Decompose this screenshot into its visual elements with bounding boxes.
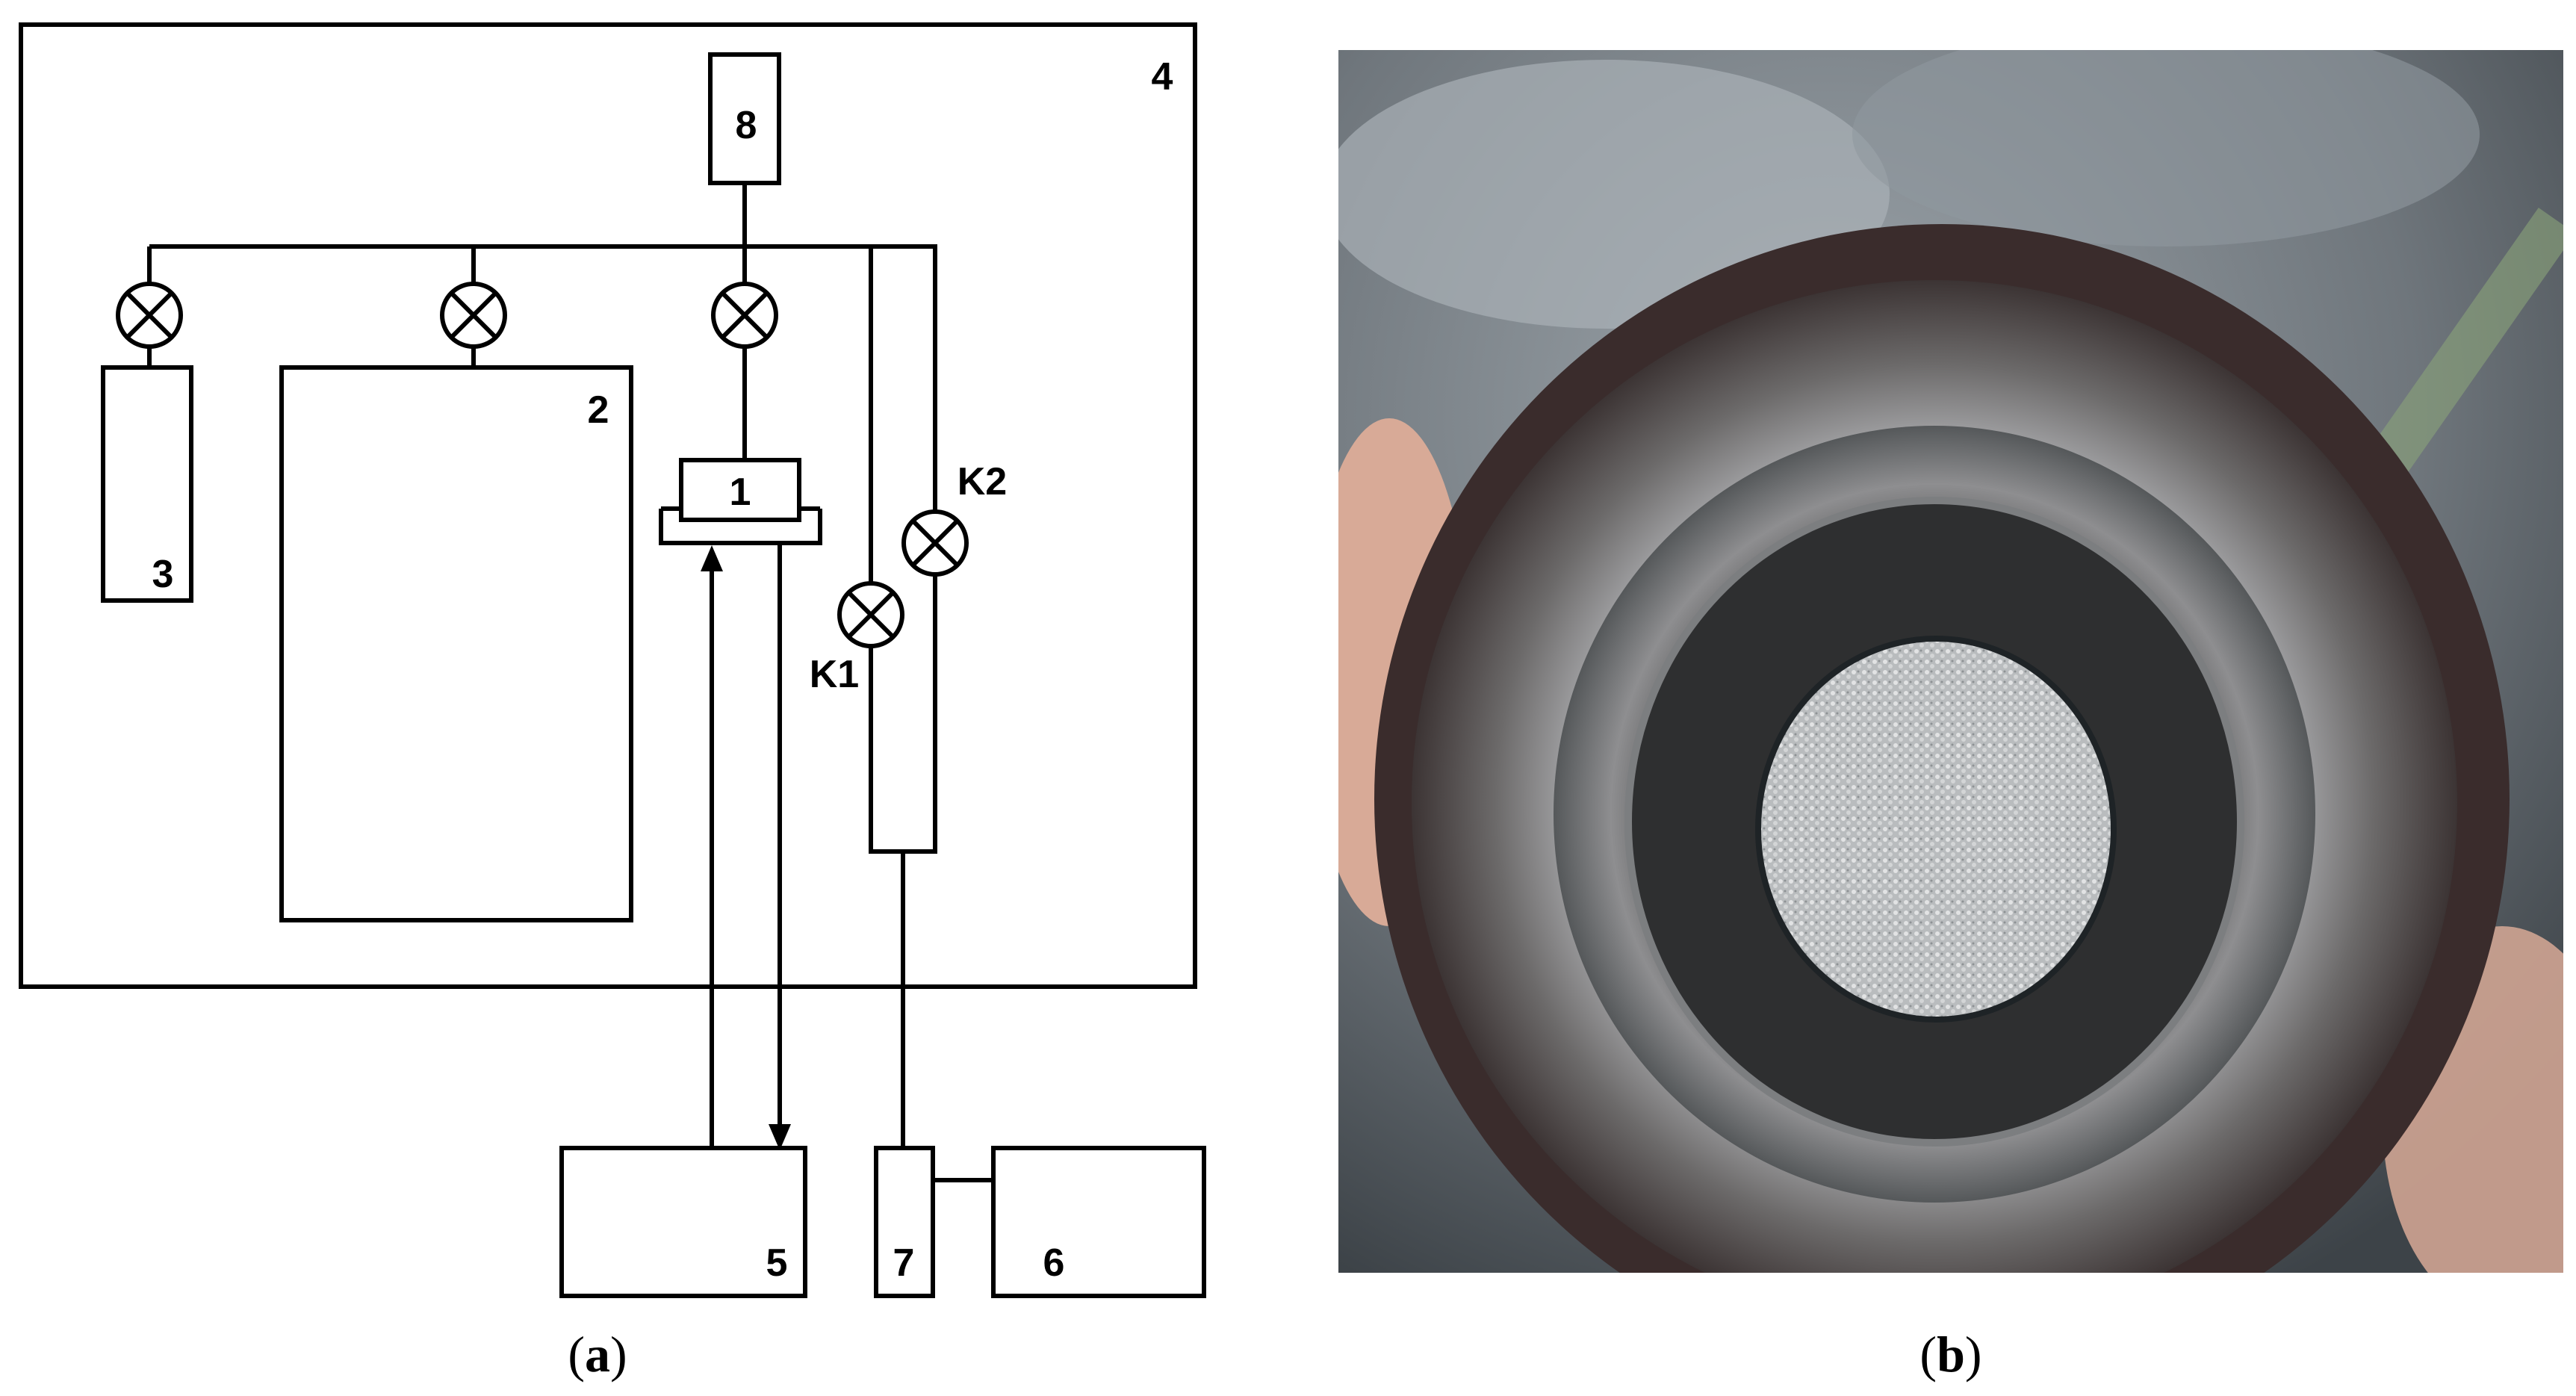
caption-a-letter: a xyxy=(585,1326,610,1383)
sample-tray xyxy=(659,509,822,545)
label-valve-k2: K2 xyxy=(958,460,1007,503)
label-unit-8: 8 xyxy=(736,104,757,147)
unit-5-box xyxy=(559,1146,807,1298)
label-unit-6: 6 xyxy=(1043,1241,1065,1285)
vessel-2-box xyxy=(279,365,633,922)
panel-a-schematic: 8 4 2 3 1 K2 K1 5 7 6 (a) xyxy=(19,22,1206,1383)
arrow-up-icon xyxy=(701,545,723,571)
caption-b-letter: b xyxy=(1937,1326,1965,1383)
bottle-3-box xyxy=(101,365,193,603)
unit-7-box xyxy=(874,1146,935,1298)
caption-a: (a) xyxy=(568,1326,627,1383)
background-cloth xyxy=(1852,50,2480,246)
unit-6-box xyxy=(991,1146,1206,1298)
valve-icon xyxy=(839,583,902,646)
arrow-down-icon xyxy=(769,1124,791,1150)
valve-icon xyxy=(904,512,966,574)
label-unit-5: 5 xyxy=(766,1241,788,1285)
valve-icon xyxy=(118,284,181,347)
sample-1-box xyxy=(679,458,801,522)
label-vessel-2: 2 xyxy=(588,388,609,432)
valve-icon xyxy=(713,284,776,347)
powder-sample xyxy=(1755,636,2117,1023)
label-enclosure-4: 4 xyxy=(1152,55,1173,99)
caption-b: (b) xyxy=(1919,1326,1981,1383)
label-unit-7: 7 xyxy=(893,1241,915,1285)
valve-icon xyxy=(442,284,505,347)
label-sample-1: 1 xyxy=(730,471,751,514)
panel-b-photo: (b) xyxy=(1338,50,2563,1383)
enclosure-box xyxy=(19,22,1197,989)
label-valve-k1: K1 xyxy=(810,653,859,696)
label-bottle-3: 3 xyxy=(152,553,174,596)
